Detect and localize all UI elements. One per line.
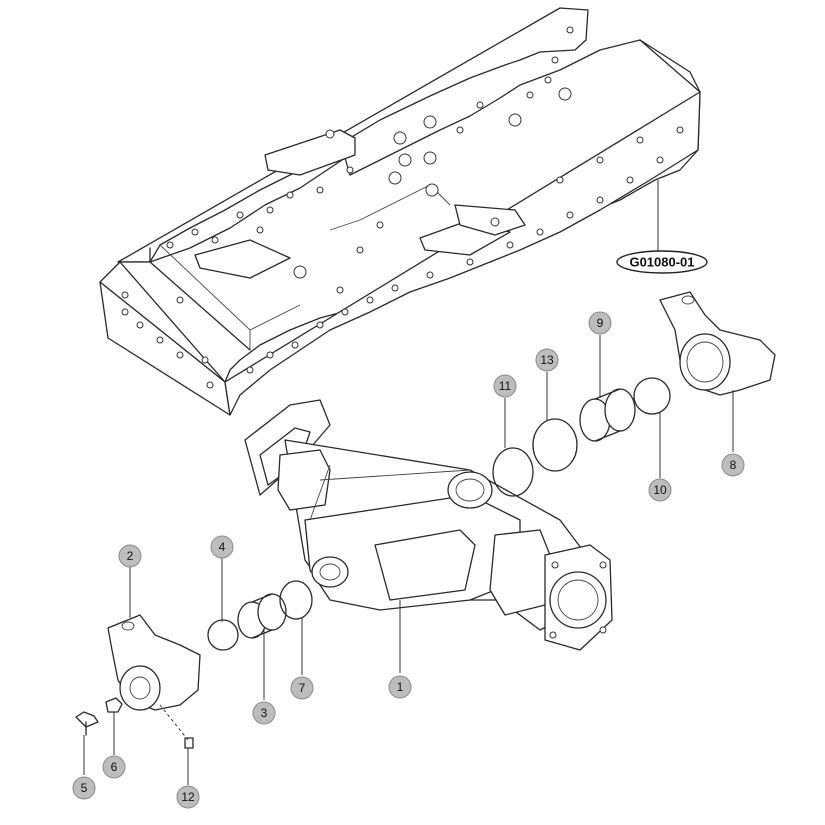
ring-10 bbox=[633, 377, 671, 415]
svg-text:2: 2 bbox=[127, 549, 134, 563]
svg-text:8: 8 bbox=[730, 458, 737, 472]
svg-text:10: 10 bbox=[653, 483, 667, 497]
svg-text:12: 12 bbox=[181, 790, 195, 804]
svg-text:13: 13 bbox=[540, 353, 554, 367]
svg-text:5: 5 bbox=[81, 781, 88, 795]
callout-3: 3 bbox=[252, 701, 276, 725]
ring-4 bbox=[207, 619, 239, 651]
bracket-left bbox=[107, 614, 201, 711]
callout-4: 4 bbox=[210, 535, 234, 559]
bolt-5 bbox=[75, 711, 99, 736]
svg-text:11: 11 bbox=[499, 379, 512, 393]
svg-text:4: 4 bbox=[219, 540, 226, 554]
callout-9: 9 bbox=[588, 311, 612, 335]
svg-text:G01080-01: G01080-01 bbox=[629, 255, 694, 270]
reference-label: G01080-01 bbox=[616, 250, 708, 274]
ring-7 bbox=[279, 580, 313, 620]
callout-2: 2 bbox=[118, 544, 142, 568]
callout-13: 13 bbox=[535, 348, 559, 372]
ring-11 bbox=[492, 447, 534, 497]
nut-6 bbox=[105, 697, 123, 713]
callout-11: 11 bbox=[493, 374, 517, 398]
grease-nipple-12 bbox=[184, 737, 194, 749]
callout-7: 7 bbox=[290, 676, 314, 700]
svg-text:1: 1 bbox=[397, 680, 404, 694]
callout-5: 5 bbox=[72, 776, 96, 800]
svg-text:7: 7 bbox=[299, 681, 306, 695]
chassis-frame bbox=[99, 7, 701, 416]
bushing-9 bbox=[579, 388, 636, 442]
bracket-right bbox=[659, 291, 776, 396]
svg-text:3: 3 bbox=[261, 706, 268, 720]
svg-text:9: 9 bbox=[597, 316, 604, 330]
bushing-3 bbox=[237, 593, 287, 639]
callout-8: 8 bbox=[721, 453, 745, 477]
ring-13 bbox=[532, 418, 578, 472]
leader-lines bbox=[83, 335, 734, 785]
callout-10: 10 bbox=[648, 478, 672, 502]
callout-12: 12 bbox=[176, 785, 200, 809]
svg-text:6: 6 bbox=[111, 760, 118, 774]
callout-1: 1 bbox=[388, 675, 412, 699]
axle-housing bbox=[244, 399, 613, 651]
callout-6: 6 bbox=[102, 755, 126, 779]
